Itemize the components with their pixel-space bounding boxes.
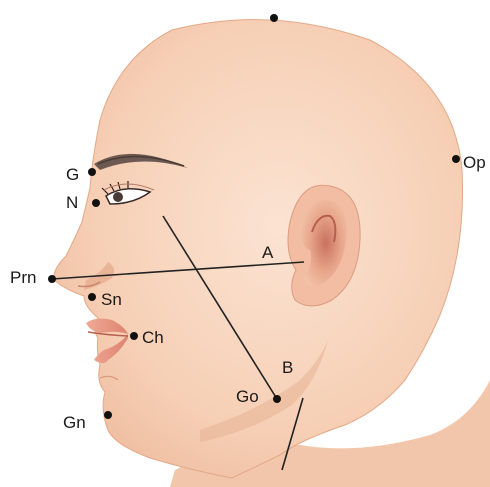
point-sn (88, 293, 96, 301)
point-gn (104, 411, 112, 419)
iris (113, 192, 123, 202)
label-a: A (262, 243, 274, 262)
point-go (273, 395, 281, 403)
point-ch (130, 332, 138, 340)
label-n: N (66, 193, 78, 212)
label-g: G (66, 165, 79, 184)
point-g (88, 168, 96, 176)
point-vertex (270, 14, 278, 22)
point-n (92, 199, 100, 207)
label-gn: Gn (63, 413, 86, 432)
label-go: Go (236, 387, 259, 406)
label-b: B (282, 358, 293, 377)
label-prn: Prn (10, 268, 36, 287)
label-op: Op (463, 153, 486, 172)
point-prn (48, 275, 56, 283)
point-op (452, 155, 460, 163)
label-ch: Ch (142, 328, 164, 347)
label-sn: Sn (101, 290, 122, 309)
